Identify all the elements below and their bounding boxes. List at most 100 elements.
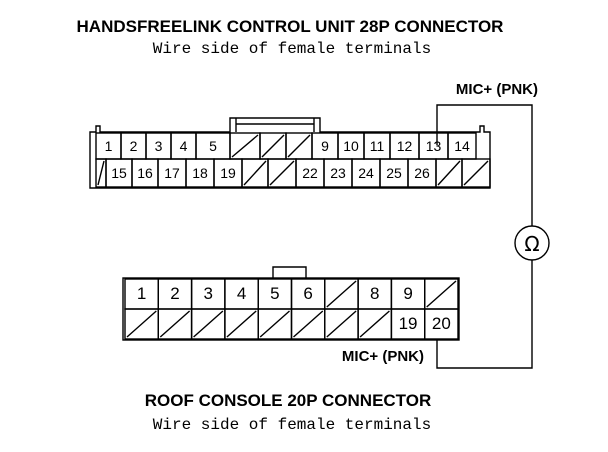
- upper-row2-cell: [267, 158, 297, 188]
- lower-connector-20p: 1 2 3 4 5 6 8 9 19 20: [122, 266, 460, 341]
- terminal-number: 4: [237, 284, 246, 303]
- terminal-number: 2: [170, 284, 179, 303]
- terminal-number: 10: [343, 138, 359, 154]
- upper-row2-cell: 15: [105, 158, 133, 188]
- upper-row2-cell: [95, 158, 107, 188]
- upper-row1-cell: 3: [145, 132, 172, 160]
- lower-row1-cell: [424, 278, 459, 310]
- wire-label-upper: MIC+ (PNK): [456, 81, 538, 98]
- upper-row2-cell: [461, 158, 491, 188]
- upper-row2-cell: [435, 158, 463, 188]
- lower-row1-cell: [324, 278, 359, 310]
- upper-row2-cell: 25: [379, 158, 409, 188]
- terminal-number: 19: [399, 314, 418, 333]
- terminal-number: 22: [302, 165, 318, 181]
- upper-connector-outline: [89, 117, 491, 189]
- unused-terminal-slash: [159, 310, 191, 338]
- terminal-number: 4: [180, 138, 188, 154]
- unused-terminal-slash: [326, 280, 357, 308]
- terminal-number: 11: [370, 138, 385, 154]
- terminal-cavity: [424, 308, 459, 340]
- lower-row2-cell: 20: [424, 308, 459, 340]
- terminal-number: 3: [155, 138, 163, 154]
- terminal-number: 19: [220, 165, 236, 181]
- unused-terminal-slash: [193, 310, 224, 338]
- unused-terminal-slash: [426, 280, 457, 308]
- wire-bottom-segment: [436, 260, 533, 369]
- terminal-number: 24: [358, 165, 374, 181]
- lower-row1-cell: 3: [190, 278, 226, 310]
- lower-row2-cell: [324, 308, 359, 340]
- upper-row2-cell: 24: [351, 158, 381, 188]
- terminal-number: 16: [137, 165, 153, 181]
- lower-row2-cell: [190, 308, 226, 340]
- lower-row2-cell: [124, 308, 159, 340]
- lower-row2-cell: [357, 308, 393, 340]
- terminal-number: 9: [321, 138, 329, 154]
- terminal-number: 13: [426, 138, 442, 154]
- upper-row1-cell: 1: [95, 132, 122, 160]
- terminal-number: 1: [137, 284, 146, 303]
- upper-row1-cell: 9: [311, 132, 339, 160]
- upper-row1-cell: 10: [337, 132, 365, 160]
- terminal-number: 14: [454, 138, 470, 154]
- unused-terminal-slash: [359, 310, 390, 338]
- unused-terminal-slash: [463, 160, 489, 186]
- upper-row2-cell: [241, 158, 269, 188]
- terminal-number: 1: [105, 138, 113, 154]
- terminal-number: 5: [270, 284, 279, 303]
- terminal-number: 5: [209, 138, 217, 154]
- upper-connector-title: HANDSFREELINK CONTROL UNIT 28P CONNECTOR: [77, 17, 504, 36]
- lower-row2-cell: [157, 308, 193, 340]
- upper-row1-cell: 5: [195, 132, 231, 160]
- upper-row2-cell: 26: [407, 158, 437, 188]
- lower-row2-cell: [257, 308, 293, 340]
- upper-connector-subtitle: Wire side of female terminals: [153, 40, 431, 58]
- upper-row1-cell: 12: [389, 132, 420, 160]
- terminal-number: 26: [414, 165, 430, 181]
- unused-terminal-slash: [269, 160, 295, 186]
- wire-label-lower: MIC+ (PNK): [342, 348, 424, 365]
- terminal-number: 2: [130, 138, 138, 154]
- upper-row2-cell: 17: [157, 158, 187, 188]
- lower-row1-cell: 4: [224, 278, 259, 310]
- lower-row1-cell: 8: [357, 278, 393, 310]
- terminal-number: 12: [397, 138, 413, 154]
- terminal-number: 18: [192, 165, 208, 181]
- unused-terminal-slash: [437, 160, 461, 186]
- lower-row1-cell: 5: [257, 278, 293, 310]
- lower-row1-cell: 1: [124, 278, 159, 310]
- upper-row1-cell: 13: [418, 132, 449, 160]
- wire-top-segment: [436, 104, 533, 226]
- upper-row2-cell: 22: [295, 158, 325, 188]
- lower-latch: [272, 266, 307, 278]
- lower-row2-cell: [224, 308, 259, 340]
- mic-plus-wire: Ω MIC+ (PNK) MIC+ (PNK): [342, 81, 550, 369]
- terminal-number: 3: [204, 284, 213, 303]
- terminal-number: 23: [330, 165, 346, 181]
- terminal-number: 6: [303, 284, 312, 303]
- terminal-number: 8: [370, 284, 379, 303]
- upper-row1-cell: [259, 132, 287, 160]
- terminal-number: 9: [403, 284, 412, 303]
- upper-row1-cell: 2: [120, 132, 147, 160]
- upper-row1-cell: 14: [447, 132, 477, 160]
- lower-row2-cell: 19: [390, 308, 426, 340]
- lower-connector-outline: [122, 277, 460, 341]
- terminal-number: 15: [111, 165, 127, 181]
- terminal-number: 25: [386, 165, 402, 181]
- unused-terminal-slash: [293, 310, 324, 338]
- upper-row1-cell: [285, 132, 313, 160]
- lower-connector-subtitle: Wire side of female terminals: [153, 416, 431, 434]
- unused-terminal-slash: [326, 310, 357, 338]
- upper-row2-cell: 23: [323, 158, 353, 188]
- upper-row2-cell: 19: [213, 158, 243, 188]
- lower-row1-cell: 9: [390, 278, 426, 310]
- lower-connector-title: ROOF CONSOLE 20P CONNECTOR: [145, 391, 432, 410]
- lower-row2-cell: [290, 308, 326, 340]
- unused-terminal-slash: [226, 310, 257, 338]
- lower-row1-cell: 2: [157, 278, 193, 310]
- upper-row2-cell: 18: [185, 158, 215, 188]
- unused-terminal-slash: [126, 310, 157, 338]
